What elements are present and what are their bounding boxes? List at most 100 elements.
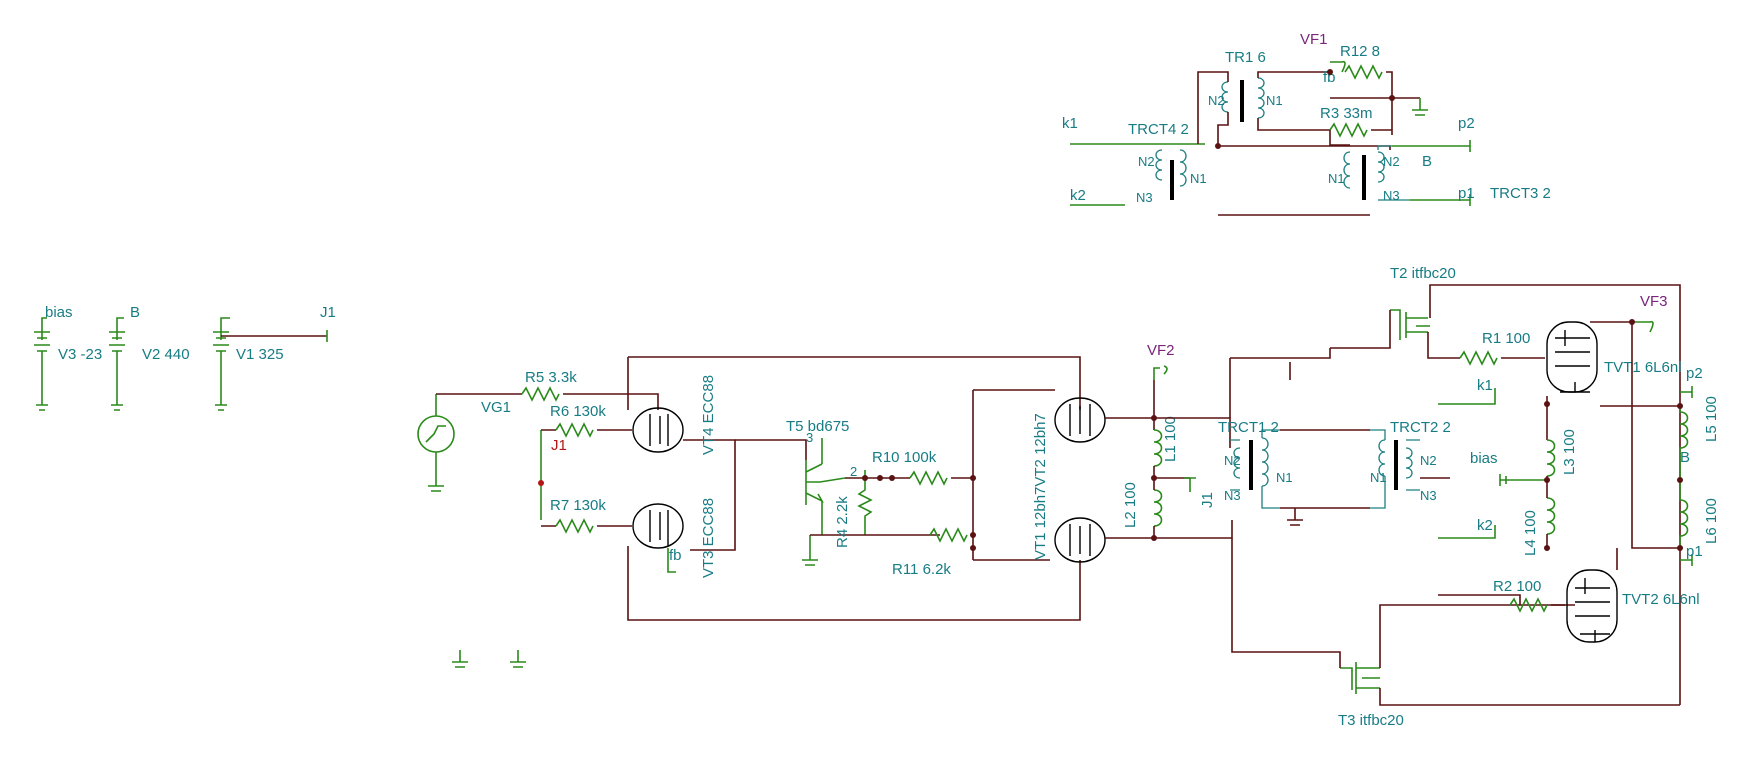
label-trct3: TRCT3 2 [1490, 185, 1551, 202]
label-k2-top: k2 [1070, 187, 1086, 204]
label-p1: p1 [1686, 543, 1703, 560]
node [970, 475, 976, 481]
resistor-r10[interactable] [909, 470, 948, 486]
resistor-r3[interactable] [1329, 122, 1368, 138]
label-v1: V1 325 [236, 346, 284, 363]
wire-vf3 [1590, 321, 1680, 549]
label-trct2-n3: N3 [1420, 488, 1437, 503]
label-vg1: VG1 [481, 399, 511, 416]
marker-j1[interactable] [538, 480, 544, 486]
probe-vf1[interactable] [1330, 60, 1346, 73]
wire-trct1-bottom [1154, 520, 1233, 539]
ground-t5 [802, 535, 818, 566]
inductors-l3-l4[interactable] [1546, 439, 1556, 535]
resistor-r7[interactable] [555, 518, 594, 534]
label-trct3-n3: N3 [1383, 188, 1400, 203]
terminal-p2-top[interactable] [1392, 140, 1471, 152]
wire-trct1-top [1229, 358, 1291, 418]
node [1544, 545, 1550, 551]
transformer-trct4[interactable] [1155, 149, 1187, 200]
node [1327, 69, 1333, 75]
label-t5: T5 bd675 [786, 418, 849, 435]
label-pin2: 2 [850, 464, 857, 479]
resistor-r6[interactable] [555, 422, 594, 438]
transformer-trct3[interactable] [1343, 145, 1410, 201]
tube-vt4[interactable] [632, 407, 684, 453]
resistor-r5[interactable] [521, 386, 560, 402]
tube-tvt2[interactable] [1566, 569, 1618, 643]
node [1544, 401, 1550, 407]
probe-vf2[interactable] [1153, 365, 1168, 380]
transformer-tr1[interactable] [1221, 77, 1265, 122]
terminal-bias-output[interactable] [1499, 474, 1547, 486]
supply-v2[interactable] [109, 317, 125, 411]
mosfet-t2[interactable] [1390, 309, 1430, 340]
label-vf2: VF2 [1147, 342, 1175, 359]
tube-vt3[interactable] [632, 503, 684, 573]
tube-vt2[interactable] [1054, 397, 1106, 443]
wire-t5-out [810, 477, 940, 536]
label-tvt1: TVT1 6L6nl [1604, 359, 1682, 376]
resistor-r12[interactable] [1344, 64, 1383, 80]
wire-j1-r6-r7 [541, 429, 556, 527]
label-vf3: VF3 [1640, 293, 1668, 310]
signal-source-vg1[interactable] [417, 394, 455, 492]
resistor-r4[interactable] [857, 470, 873, 535]
wire-plate-loop [683, 439, 736, 551]
resistor-r2[interactable] [1509, 597, 1548, 613]
node [1677, 403, 1683, 409]
label-p2: p2 [1686, 365, 1703, 382]
label-trct1-n1: N1 [1276, 470, 1293, 485]
node [1389, 95, 1395, 101]
wire-output [1600, 405, 1680, 570]
label-r7: R7 130k [550, 497, 606, 514]
label-l5: L5 100 [1703, 396, 1720, 442]
label-b: B [130, 304, 140, 321]
inductor-l1[interactable] [1153, 429, 1163, 467]
supply-v3[interactable] [34, 317, 50, 411]
terminal-k1[interactable] [1438, 388, 1496, 405]
transformer-trct2[interactable] [1370, 429, 1420, 509]
wire-bias-rail [951, 390, 974, 560]
resistor-r11[interactable] [929, 527, 968, 543]
label-l3: L3 100 [1561, 429, 1578, 475]
node [1677, 545, 1683, 551]
label-t2: T2 itfbc20 [1390, 265, 1456, 282]
terminal-k2[interactable] [1438, 525, 1496, 539]
node [1629, 319, 1635, 325]
transistor-t5[interactable] [735, 438, 846, 535]
terminals-p1-p2[interactable] [1680, 386, 1693, 566]
label-trct4-n1: N1 [1190, 171, 1207, 186]
label-l6: L6 100 [1703, 498, 1720, 544]
label-k1-top: k1 [1062, 115, 1078, 132]
label-p1-top: p1 [1458, 185, 1475, 202]
wire-vt-plates [1105, 417, 1154, 539]
tube-vt1[interactable] [1054, 517, 1106, 563]
label-vf1: VF1 [1300, 31, 1328, 48]
wire-r12 [1330, 71, 1420, 135]
label-k2: k2 [1477, 517, 1493, 534]
probe-vf3[interactable] [1632, 320, 1654, 333]
label-j1-red: J1 [551, 437, 567, 454]
label-r3: R3 33m [1320, 105, 1373, 122]
wire-trct-link [1280, 429, 1370, 509]
wire-t3 [1231, 538, 1680, 706]
label-trct2: TRCT2 2 [1390, 419, 1451, 436]
resistor-r1[interactable] [1459, 350, 1498, 366]
ground-2 [510, 650, 526, 668]
label-fb-vt3: fb [669, 547, 682, 564]
label-v3: V3 -23 [58, 346, 102, 363]
node [970, 545, 976, 551]
tube-tvt1[interactable] [1546, 321, 1598, 393]
terminal-j1-mid[interactable] [1184, 477, 1196, 492]
terminal-p1-top[interactable] [1410, 194, 1471, 206]
transformer-trct1[interactable] [1230, 429, 1280, 509]
supply-v1[interactable] [213, 317, 328, 411]
inductor-l2[interactable] [1153, 489, 1163, 527]
inductors-l5-l6[interactable] [1679, 406, 1689, 548]
wire-t2 [1330, 284, 1681, 705]
label-t3: T3 itfbc20 [1338, 712, 1404, 729]
mosfet-t3[interactable] [1340, 662, 1380, 694]
ground-1 [452, 650, 468, 668]
label-v2: V2 440 [142, 346, 190, 363]
